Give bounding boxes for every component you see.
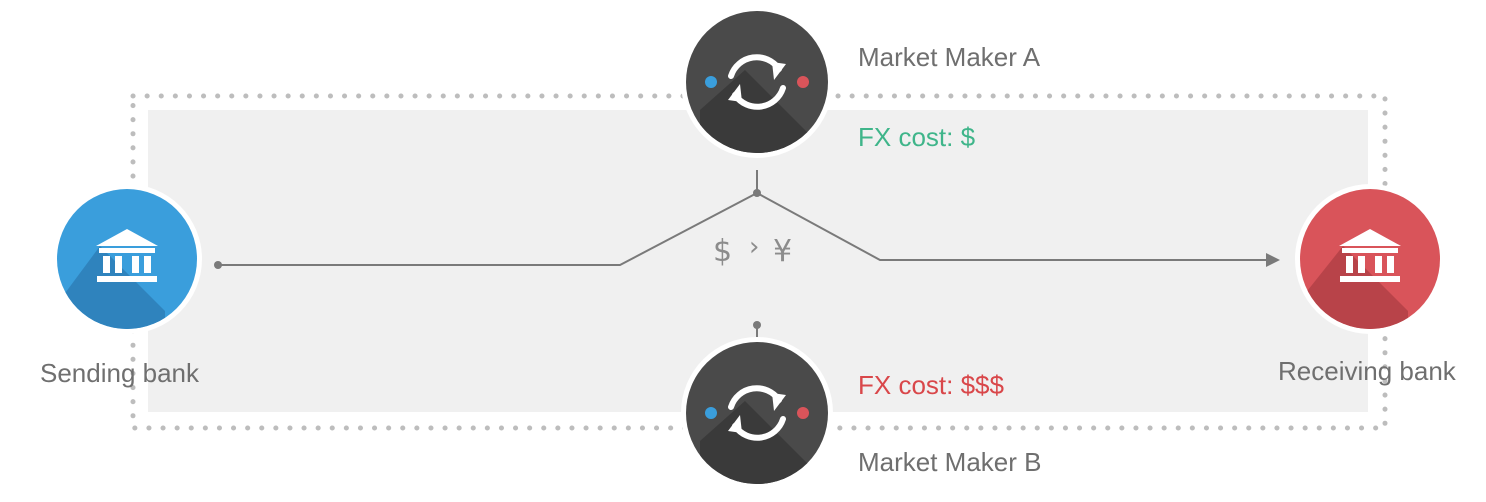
market-maker-a-node	[681, 6, 833, 158]
receiving-bank-label: Receiving bank	[1278, 356, 1456, 386]
transfer-path	[214, 170, 1280, 343]
market-maker-b-fx-cost: FX cost: $$$	[858, 370, 1004, 400]
arrowhead-icon	[1266, 253, 1280, 267]
target-currency-symbol: ¥	[773, 234, 793, 269]
market-maker-a-label: Market Maker A	[858, 42, 1041, 72]
source-currency-dot	[705, 76, 717, 88]
exchange-icon	[728, 385, 786, 441]
source-currency-symbol: $	[713, 234, 733, 269]
market-maker-b-label: Market Maker B	[858, 447, 1042, 477]
market-maker-b-node	[681, 337, 833, 489]
exchange-icon	[728, 54, 786, 110]
target-currency-dot	[797, 407, 809, 419]
receiving-bank-node	[1295, 184, 1445, 334]
market-maker-a-fx-cost: FX cost: $	[858, 122, 976, 152]
target-currency-dot	[797, 76, 809, 88]
conversion-arrow-icon: ›	[749, 232, 760, 262]
source-currency-dot	[705, 407, 717, 419]
bank-icon	[96, 229, 158, 282]
sending-bank-node	[52, 184, 202, 334]
bank-icon	[1339, 229, 1401, 282]
sending-bank-label: Sending bank	[40, 358, 200, 388]
